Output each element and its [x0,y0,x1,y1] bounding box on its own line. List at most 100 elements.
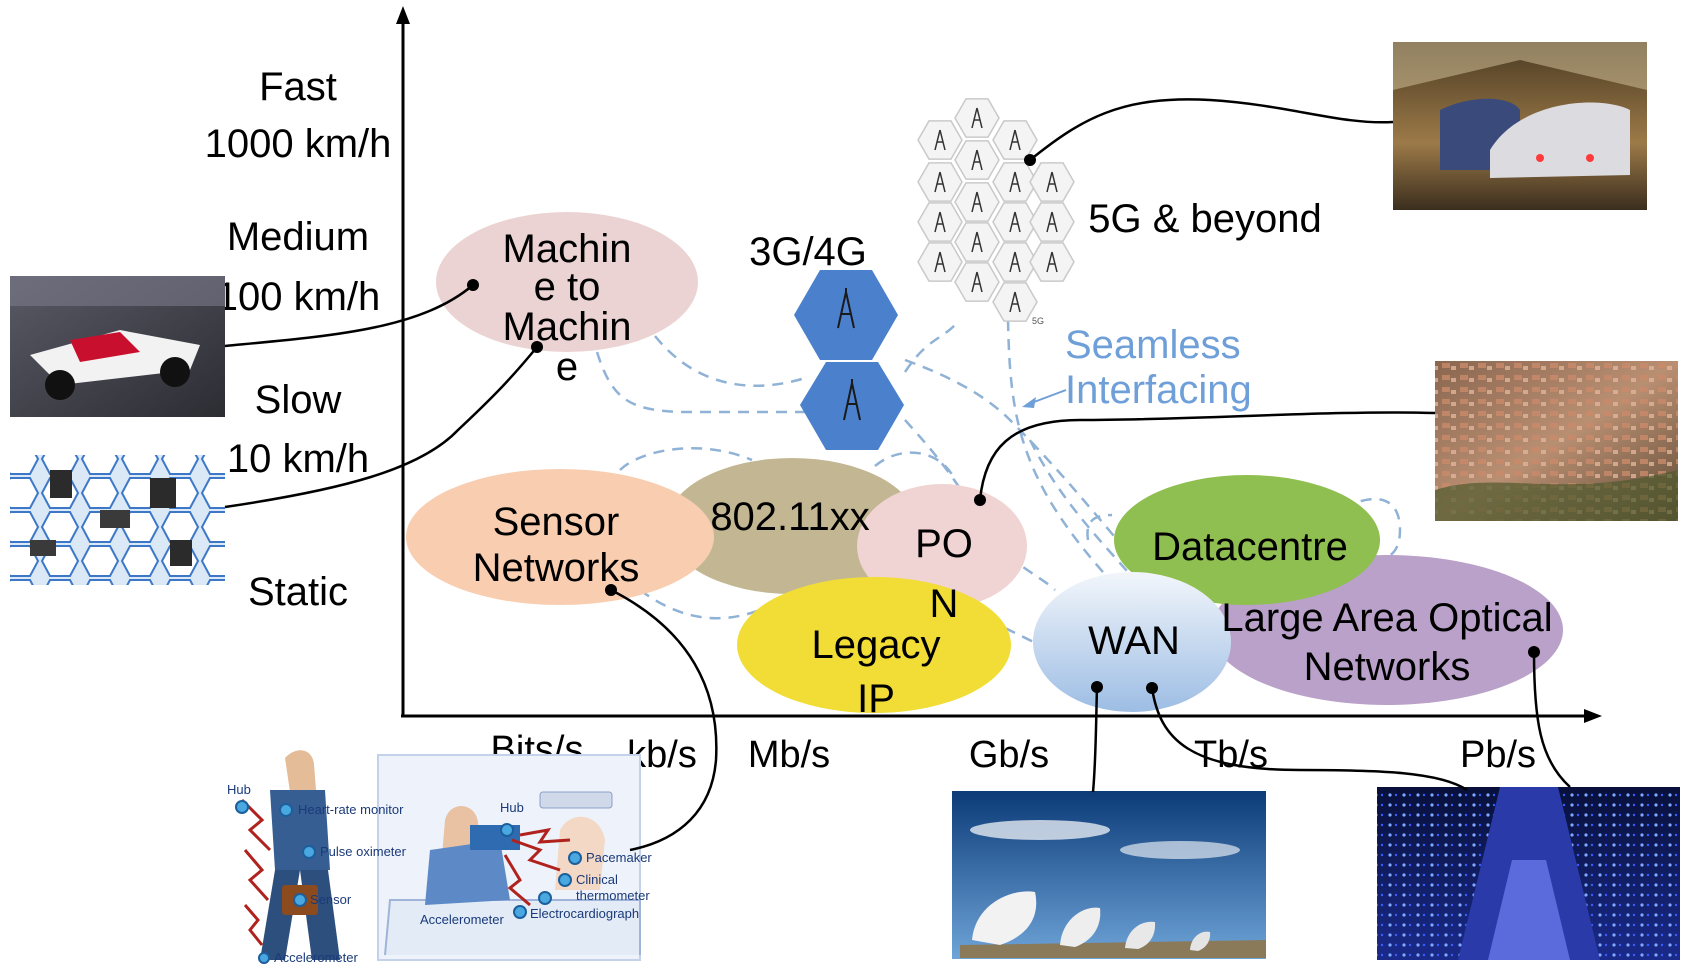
fiveg-hex-cell [917,242,963,282]
fiveg-label: 5G & beyond [1088,197,1322,241]
connector-dot [467,279,479,291]
m2m-label-1: Machin [503,227,632,271]
fiveg-hex-cell [954,98,1000,138]
dash-dc-loop-left [1086,513,1113,541]
cell-tower-icon [1009,129,1021,151]
med-heart-label: Heart-rate monitor [298,802,404,817]
fiveg-hex-cell [954,182,1000,222]
connector-5g-train [1029,98,1394,161]
datacentre-region [1114,475,1380,605]
wan-label: WAN [1088,619,1180,663]
region-labels: Machin e to Machin e Sensor Networks 802… [473,227,1553,721]
x-label-gb: Gb/s [969,734,1049,776]
sensor-region [406,469,714,605]
connector-dot [605,584,617,596]
x-axis-arrow-icon [1584,709,1602,723]
y-axis-labels: Fast 1000 km/h Medium 100 km/h Slow 10 k… [205,65,392,614]
dash-sensor-legacy [639,588,761,620]
dash-wifi-pon [874,451,957,481]
connector-dot [1024,154,1036,166]
y-label-slow-speed: 10 km/h [227,437,369,481]
optical-label-2: Networks [1304,645,1471,689]
photo-suburb-aerial [1435,361,1678,521]
axes [396,6,1602,723]
sensor-label-1: Sensor [493,500,620,544]
datacentre-label: Datacentre [1152,525,1348,569]
x-label-tb: Tb/s [1194,734,1268,776]
connector-dot [1091,681,1103,693]
cell-tower-icon [1009,211,1021,233]
medical-body-network-illustration: Hub Heart-rate monitor Pulse oximeter Se… [227,750,652,965]
cell-tower-icon [971,149,983,171]
pon-label-1: PO [915,522,973,566]
cell-tower-icon [1009,171,1021,193]
y-label-fast-speed: 1000 km/h [205,122,392,166]
seamless-arrow-icon [1022,397,1036,408]
pon-label-2: N [930,582,959,626]
photo-radio-telescopes [952,791,1266,959]
x-axis-labels: Bits/s kb/s Mb/s Gb/s Tb/s Pb/s [491,729,1536,776]
dash-sensor-wifi [619,446,753,471]
y-label-static: Static [248,570,348,614]
cell-tower-icon [1046,171,1058,193]
fiveg-hex-cell [954,222,1000,262]
fiveg-hex-cell [917,162,963,202]
legacy-label-2: IP [857,677,895,721]
fiveg-hex-cell [1029,202,1075,242]
connector-dot [974,494,986,506]
photo-hex-devices [10,455,225,585]
fiveg-hex-cell [992,120,1038,160]
sensor-label-2: Networks [473,546,640,590]
fiveg-hex-cell [954,140,1000,180]
m2m-label-4: e [556,345,578,389]
cell-tower-icon [934,171,946,193]
seamless-label-1: Seamless [1065,323,1241,367]
x-label-mb: Mb/s [748,734,830,776]
cell-tower-icon [934,251,946,273]
connector-wan-datacenter [1150,687,1468,792]
med-accel-label-2: Accelerometer [420,912,504,927]
photo-race-car [10,276,225,417]
connector-dot [1528,646,1540,658]
connector-dots [467,154,1540,694]
wan-region [1033,572,1231,712]
connector-devices-m2m [224,346,538,509]
photo-trains [1393,42,1647,210]
fiveg-small-label: 5G [1032,316,1044,326]
dash-seamless [1028,439,1136,581]
optical-label-1: Large Area Optical [1221,596,1552,640]
fiveg-hex-cell [992,242,1038,282]
med-accel-label-1: Accelerometer [274,950,358,965]
connector-sensor-medical [610,588,718,852]
connector-wan-telescopes [1091,686,1099,793]
fiveg-hex-cell [992,282,1038,322]
connector-pon-suburb [978,411,1436,501]
cell-tower-icon [837,288,855,329]
fiveg-hex-cell [917,120,963,160]
med-pulse-label: Pulse oximeter [320,844,407,859]
m2m-region [436,212,698,352]
y-label-fast: Fast [259,65,337,109]
y-label-medium-speed: 100 km/h [216,275,381,319]
cell-tower-icon [971,271,983,293]
cell-tower-icon [1009,251,1021,273]
dash-m2m-to-cell [595,351,805,414]
dash-cell-to-5g [903,324,956,373]
photo-datacenter [1377,787,1680,960]
dash-m2m-to-cell-2 [654,335,806,387]
fiveg-hex-cell [1029,162,1075,202]
cellular-cells: 3G/4G [749,230,904,450]
wifi-region [666,458,918,594]
y-label-slow: Slow [255,378,342,422]
seamless-label-2: Interfacing [1065,368,1252,412]
connector-dot [531,341,543,353]
cell-tower-icon [1046,251,1058,273]
dash-5g-to-wan [904,358,1131,556]
y-axis-arrow-icon [396,6,410,24]
fiveg-hex-cell [954,262,1000,302]
cellular-label: 3G/4G [749,230,867,274]
med-hub2-label: Hub [500,800,524,815]
wifi-label: 802.11xx [710,495,869,539]
cell-hex-lower [800,362,904,450]
connectors [224,98,1571,852]
